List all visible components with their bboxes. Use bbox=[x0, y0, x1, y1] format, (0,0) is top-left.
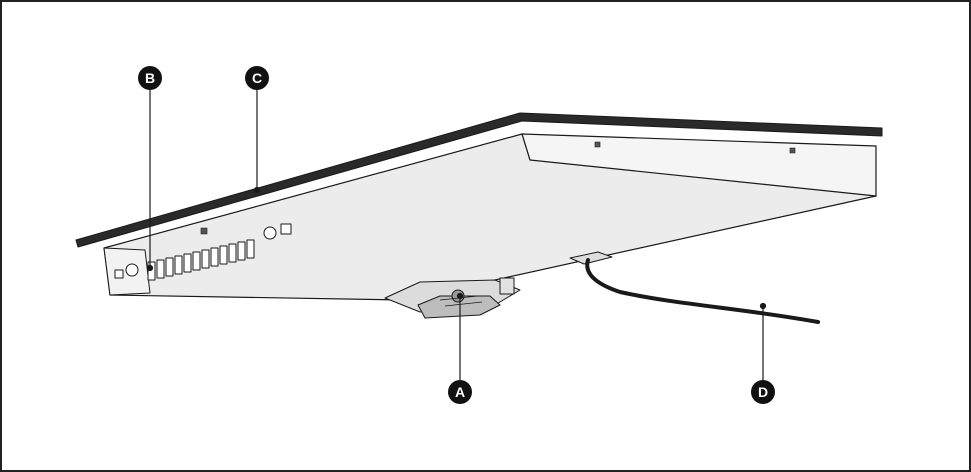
callout-A: A bbox=[448, 380, 472, 404]
square-opening-2 bbox=[280, 223, 292, 235]
power-cable bbox=[585, 258, 820, 324]
screw-2 bbox=[789, 147, 796, 154]
cable-entry-plate bbox=[569, 251, 613, 265]
glass-top-plate bbox=[75, 112, 883, 248]
hob-illustration bbox=[75, 112, 883, 319]
side-vents bbox=[147, 239, 255, 281]
callout-label-a: A bbox=[455, 384, 465, 400]
round-opening-2 bbox=[263, 226, 277, 240]
callout-label-b: B bbox=[145, 70, 155, 86]
clip bbox=[200, 227, 208, 235]
leader-lines bbox=[146, 90, 767, 383]
callout-C: C bbox=[245, 66, 269, 90]
callout-D: D bbox=[751, 380, 775, 404]
callout-label-c: C bbox=[252, 70, 262, 86]
callout-B: B bbox=[138, 66, 162, 90]
square-opening-1 bbox=[114, 269, 124, 279]
fan-unit bbox=[384, 277, 521, 319]
round-opening-1 bbox=[125, 263, 139, 277]
screw-1 bbox=[594, 141, 601, 148]
callout-label-d: D bbox=[758, 384, 768, 400]
